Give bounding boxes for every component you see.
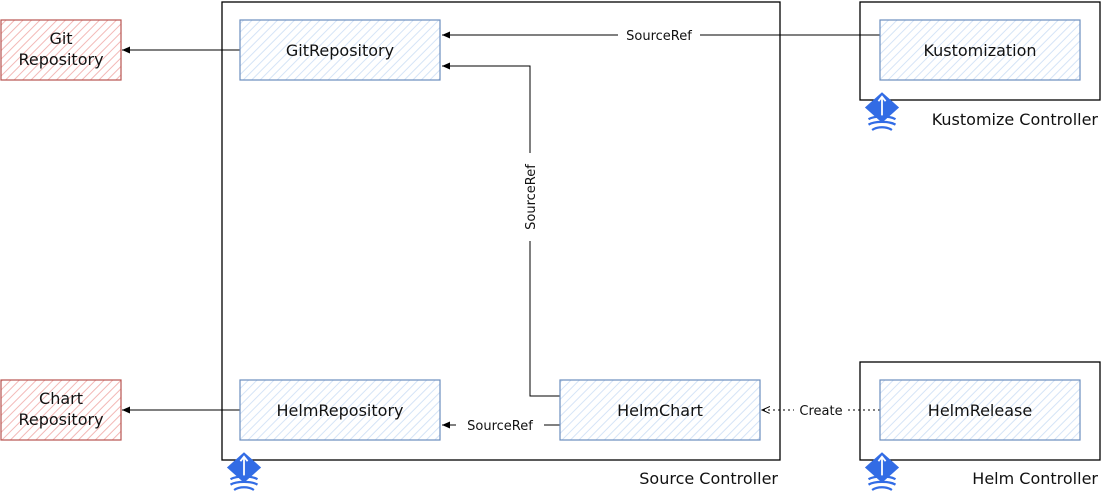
edge-label-helmrelease-create: Create [799,404,842,419]
chart-repository-label-line-1: Chart [39,389,83,408]
helm-controller-flux-icon [864,451,900,492]
chart-repository-label-line-2: Repository [18,410,103,429]
edge-label-bg [456,417,544,433]
helmrepository-node[interactable]: HelmRepository [239,379,441,441]
helmrelease-label: HelmRelease [928,401,1032,420]
kustomize-controller-label: Kustomize Controller [932,110,1099,129]
git-repository-label-line-1: Git [49,29,72,48]
source-controller-flux-icon [226,451,262,492]
source-controller-container [221,1,781,461]
kustomize-controller-container [859,1,1101,101]
edge-label-bg [794,402,848,418]
source-controller-label: Source Controller [639,469,778,488]
gitrepository-node[interactable]: GitRepository [239,19,441,81]
helmrelease-node[interactable]: HelmRelease [879,379,1081,441]
edge-label-bg [522,153,538,241]
helm-controller-label: Helm Controller [972,469,1098,488]
chart-repository-node[interactable]: Chart Repository [0,379,122,441]
git-repository-label-line-2: Repository [18,50,103,69]
git-repository-node[interactable]: Git Repository [0,19,122,81]
kustomization-label: Kustomization [923,41,1036,60]
edge-label-kustomization-sourceref: SourceRef [626,29,692,44]
helmchart-node[interactable]: HelmChart [559,379,761,441]
gitrepository-label: GitRepository [286,41,394,60]
edge-label-helmchart-sourceref-git: SourceRef [524,164,539,230]
edge-helmchart-to-gitrepository [442,62,560,397]
kustomization-node[interactable]: Kustomization [879,19,1081,81]
edge-label-bg [618,27,700,43]
helmchart-label: HelmChart [617,401,703,420]
edge-label-helmchart-sourceref-helm: SourceRef [467,419,533,434]
helmrepository-label: HelmRepository [277,401,404,420]
kustomize-controller-flux-icon [864,91,900,132]
helm-controller-container [859,361,1101,461]
